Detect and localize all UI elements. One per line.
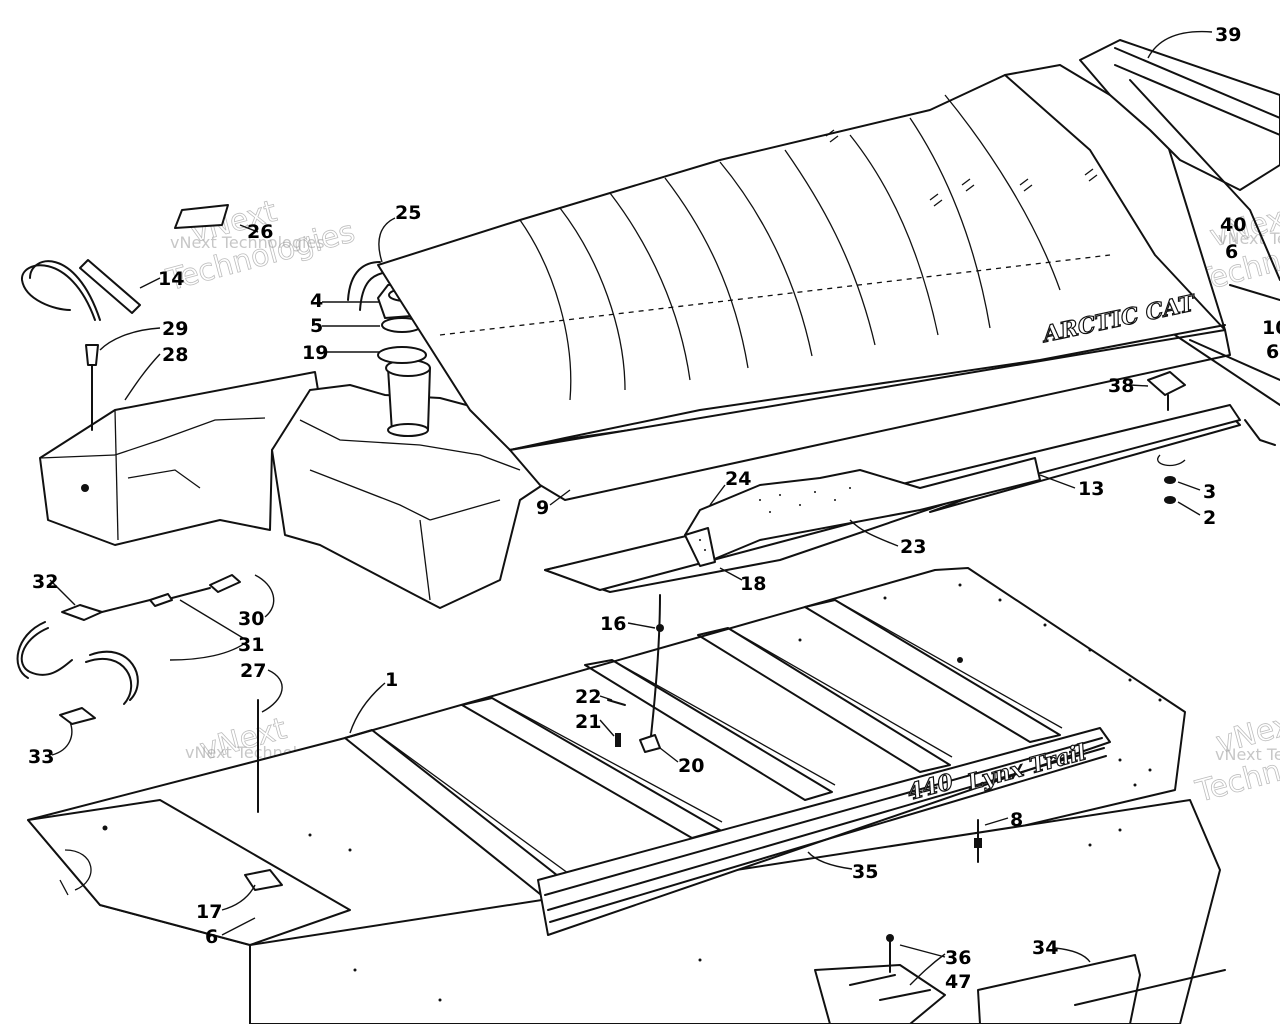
rivet-dots <box>102 583 1162 1002</box>
reflector-26 <box>174 204 229 229</box>
fuel-filter-29 <box>85 344 99 366</box>
callout-26: 26 <box>247 221 273 243</box>
callout-38: 38 <box>1108 375 1134 397</box>
callout-6-rear: 6 <box>1225 241 1238 263</box>
callout-19: 19 <box>302 342 328 364</box>
callout-6-front: 6 <box>205 926 218 948</box>
callout-31: 31 <box>238 634 264 656</box>
tunnel-cutout <box>64 849 92 891</box>
watermark-text: vNext Technologies <box>170 233 325 252</box>
callout-24: 24 <box>725 468 751 490</box>
leader-lines <box>49 30 1213 986</box>
seat-cushion <box>377 64 1226 451</box>
fuel-line-loop <box>20 264 96 321</box>
callout-22: 22 <box>575 686 601 708</box>
seat-pleats <box>519 94 1061 401</box>
callout-33: 33 <box>28 746 54 768</box>
seat-foam <box>684 457 1041 567</box>
callout-13: 13 <box>1078 478 1104 500</box>
callout-16: 16 <box>600 613 626 635</box>
callout-27: 27 <box>240 660 266 682</box>
cable-16 <box>649 594 661 746</box>
callout-8: 8 <box>1010 809 1023 831</box>
fuel-line-set <box>16 574 241 725</box>
callout-23: 23 <box>900 536 926 558</box>
tunnel-assembly: 440 Lynx Trail <box>27 567 1226 1024</box>
callout-1: 1 <box>385 669 398 691</box>
callout-18: 18 <box>740 573 766 595</box>
callout-29: 29 <box>162 318 188 340</box>
small-parts <box>16 204 1186 973</box>
nut-2 <box>1164 496 1176 504</box>
bracket-38 <box>1147 371 1186 396</box>
callout-21: 21 <box>575 711 601 733</box>
callout-10: 10 <box>1262 317 1280 339</box>
callout-39: 39 <box>1215 24 1241 46</box>
foam-end <box>684 527 716 567</box>
tunnel-left-flap <box>27 799 351 946</box>
callout-5: 5 <box>310 315 323 337</box>
washer-3 <box>1164 476 1176 484</box>
callout-36: 36 <box>945 947 971 969</box>
rear-bracket <box>814 964 946 1024</box>
callout-40: 40 <box>1220 214 1246 236</box>
rear-tail <box>1079 39 1280 446</box>
callout-14: 14 <box>158 268 184 290</box>
callout-47: 47 <box>945 971 971 993</box>
watermark-text: vNext Technologies <box>1215 745 1280 764</box>
seat-tufts <box>825 129 1098 207</box>
rivet-21 <box>615 733 621 747</box>
running-board <box>977 954 1141 1024</box>
callout-9: 9 <box>536 497 549 519</box>
callout-28: 28 <box>162 344 188 366</box>
vent-hose <box>347 261 381 301</box>
callout-17: 17 <box>196 901 222 923</box>
tank-front-nose <box>39 371 319 546</box>
filler-neck <box>387 367 431 433</box>
callout-4: 4 <box>310 290 323 312</box>
seat-assembly: ARCTIC CAT <box>377 64 1231 501</box>
callout-35: 35 <box>852 861 878 883</box>
callout-20: 20 <box>678 755 704 777</box>
callout-25: 25 <box>395 202 421 224</box>
gasket-19 <box>377 346 427 364</box>
callout-labels: 39 26 25 14 4 5 29 28 19 40 6 10 6 38 3 … <box>28 24 1280 993</box>
side-rail <box>537 727 1111 936</box>
screw-22 <box>607 699 626 706</box>
callout-2: 2 <box>1203 507 1216 529</box>
callout-3: 3 <box>1203 481 1216 503</box>
fuel-line-14 <box>79 259 141 314</box>
fuel-tank <box>39 261 566 609</box>
callout-6-rear-lower: 6 <box>1266 341 1279 363</box>
callout-32: 32 <box>32 571 58 593</box>
callout-34: 34 <box>1032 937 1058 959</box>
seat-skirt <box>509 329 1231 501</box>
callout-30: 30 <box>238 608 264 630</box>
